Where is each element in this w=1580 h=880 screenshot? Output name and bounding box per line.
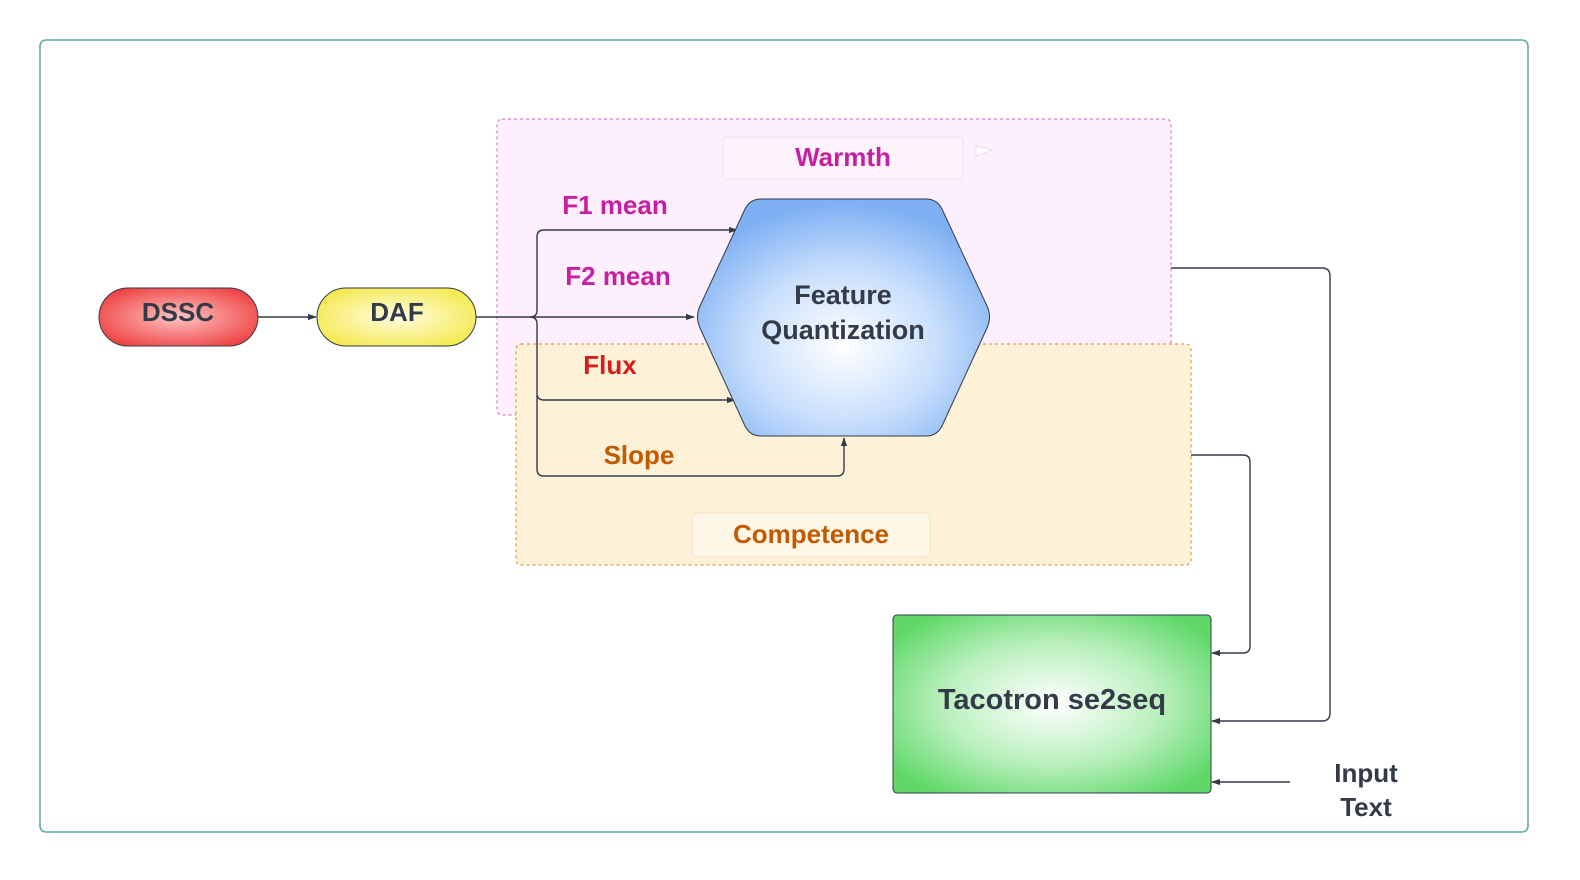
f2-mean-label: F2 mean — [565, 261, 671, 291]
dssc-label: DSSC — [142, 297, 214, 327]
input-text-label-line1: Input — [1334, 758, 1398, 788]
edge-competence-tacotron — [1191, 454, 1251, 657]
feature-quantization-label-line1: Feature — [794, 280, 892, 310]
daf-label: DAF — [370, 297, 423, 327]
dssc-node — [98, 287, 259, 347]
tacotron-label: Tacotron se2seq — [938, 684, 1166, 716]
edge-daf-slope — [536, 395, 848, 477]
competence-label-box — [691, 512, 931, 558]
f1-mean-label: F1 mean — [562, 190, 668, 220]
edge-daf-flux — [529, 316, 736, 404]
flux-label: Flux — [583, 350, 637, 380]
warmth-label-box — [722, 136, 964, 180]
tacotron-node — [892, 614, 1212, 794]
competence-label: Competence — [733, 519, 889, 549]
feature-quantization-label-line2: Quantization — [761, 315, 925, 345]
edge-daf-f1 — [529, 226, 738, 318]
warmth-flag-icon — [975, 145, 994, 157]
warmth-label: Warmth — [795, 142, 891, 172]
input-text-label-line2: Text — [1340, 792, 1392, 822]
feature-quantization-node — [697, 198, 990, 437]
connectors — [258, 226, 1331, 786]
edge-warmth-tacotron — [1171, 267, 1331, 725]
daf-node — [316, 287, 477, 347]
slope-label: Slope — [604, 440, 675, 470]
